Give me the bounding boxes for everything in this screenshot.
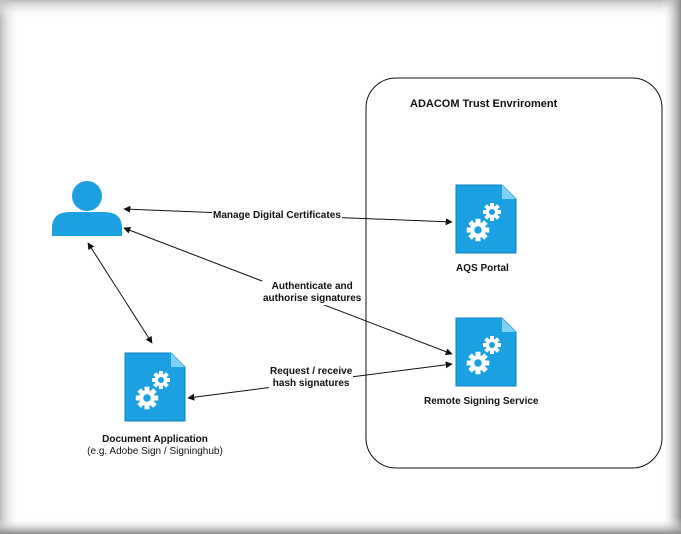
edge-label-request-line2: hash signatures: [272, 378, 350, 389]
user-icon: [52, 181, 122, 236]
edge-user-document: [87, 242, 153, 344]
edge-label-authenticate: Authenticate and authorise signatures: [262, 281, 363, 305]
document-application-label: Document Application (e.g. Adobe Sign / …: [70, 434, 240, 458]
aqs-portal-label: AQS Portal: [456, 263, 509, 274]
gears-document-icon: [124, 352, 186, 422]
edge-label-authenticate-line2: authorise signatures: [263, 293, 362, 304]
document-application-subtitle: (e.g. Adobe Sign / Signinghub): [87, 446, 223, 457]
gears-document-icon: [455, 317, 517, 387]
edge-label-manage-certificates: Manage Digital Certificates: [212, 210, 342, 222]
document-application-title: Document Application: [102, 434, 208, 445]
edge-label-request-line1: Request / receive: [270, 366, 353, 377]
gears-document-icon: [455, 184, 517, 254]
edge-label-authenticate-line1: Authenticate and: [271, 281, 353, 292]
environment-title: ADACOM Trust Envriroment: [410, 98, 558, 110]
edge-label-request-hash: Request / receive hash signatures: [269, 366, 354, 390]
remote-signing-label: Remote Signing Service: [424, 396, 539, 407]
